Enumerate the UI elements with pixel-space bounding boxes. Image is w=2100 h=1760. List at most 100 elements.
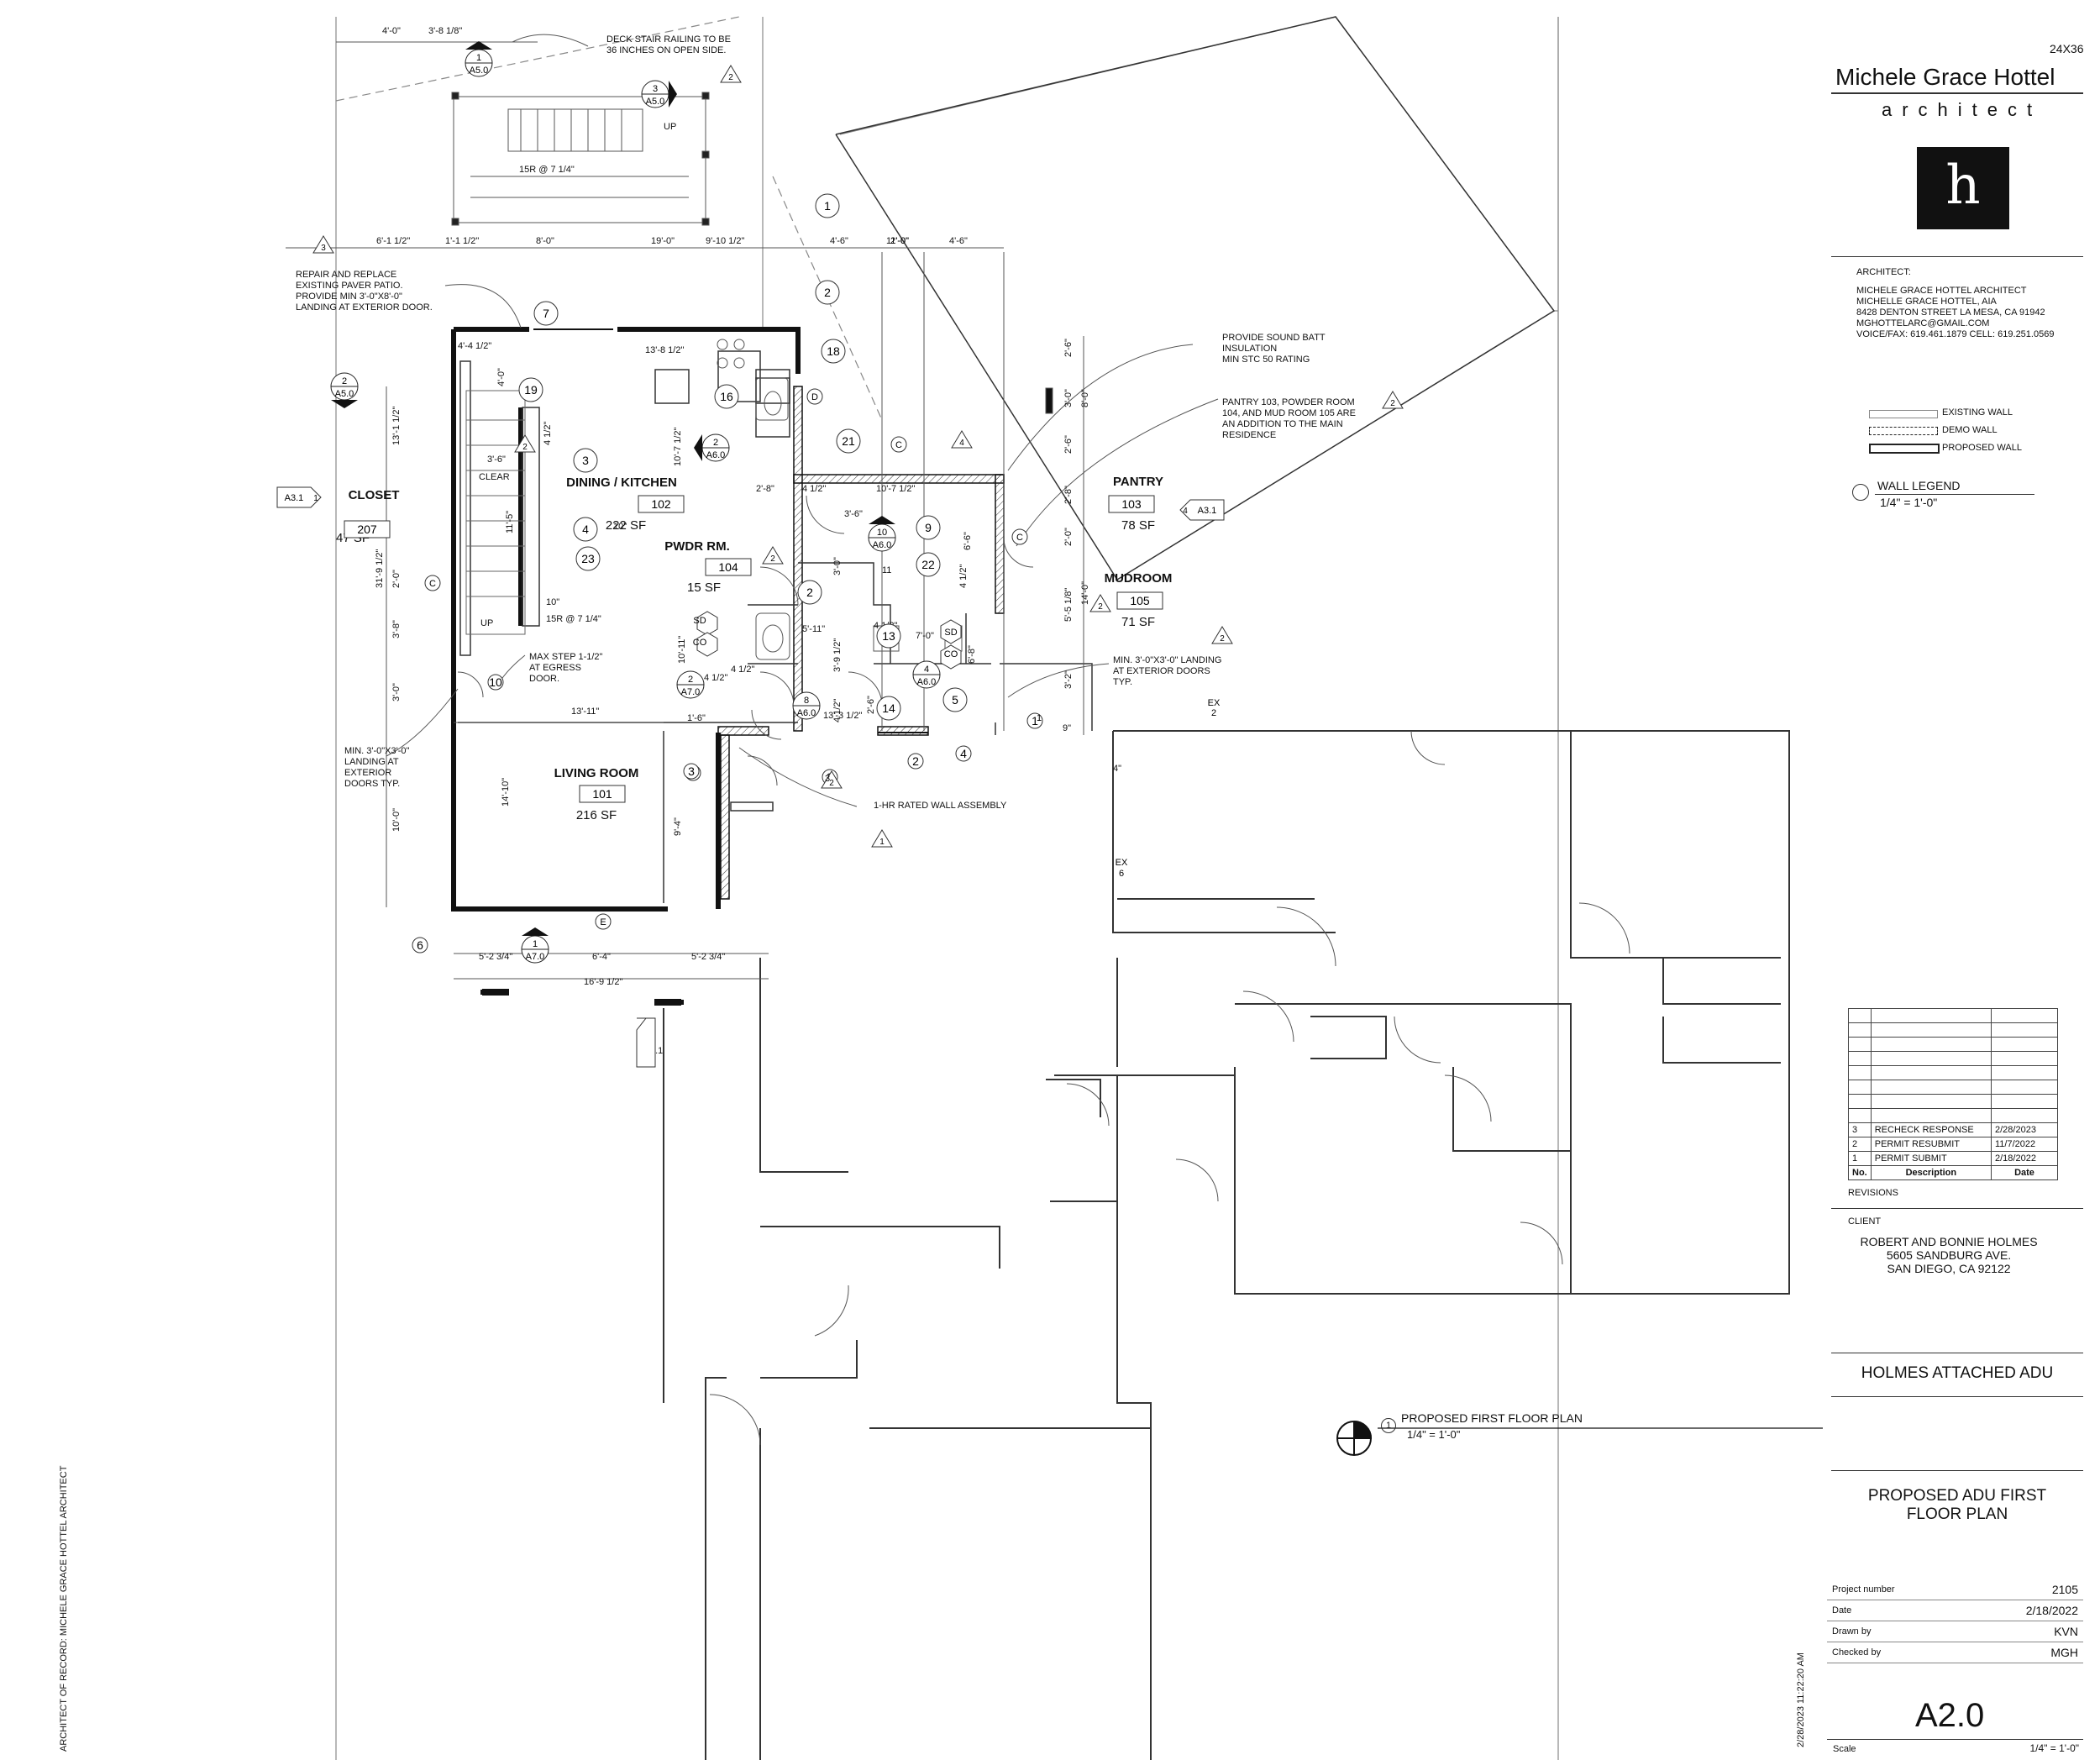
dimension: 3'-6" [844, 509, 863, 519]
section-number: 3 [653, 84, 658, 94]
proposed-wall-swatch [1869, 444, 1940, 454]
elevation-flag-icon [276, 486, 322, 508]
dimension: 4'-0" [496, 368, 507, 386]
dimension: 1'-6" [687, 713, 706, 723]
dimension: 4'-6" [949, 236, 968, 246]
keynote-tag-icon [573, 517, 598, 542]
legend-proposed: PROPOSED WALL [1942, 443, 2022, 453]
room-number: 105 [1130, 594, 1150, 607]
room-area: 222 SF [606, 518, 646, 533]
keynote-tag: 2 [806, 586, 813, 599]
keynote-tag-icon [575, 546, 601, 571]
demo-wall-swatch [1869, 427, 1938, 435]
interior-walls [458, 350, 1093, 903]
dimension: 13'-8 1/2" [645, 345, 684, 355]
revision-cell: PERMIT SUBMIT [1870, 1151, 1992, 1166]
note-rated-wall: 1-HR RATED WALL ASSEMBLY [874, 801, 1007, 811]
keynote-tag-icon [942, 687, 968, 712]
revision-delta-icon [821, 770, 843, 789]
revision-delta-icon [871, 829, 893, 848]
clear-label: CLEAR [479, 472, 510, 482]
dimension: 2'-0" [890, 236, 909, 246]
section-sheet: A6.0 [873, 540, 892, 550]
note-deck-railing: DECK STAIR RAILING TO BE [606, 34, 731, 45]
elevation-flag-icon [1179, 499, 1225, 521]
note-max-step: AT EGRESS [529, 663, 581, 673]
section-arrow-icon [331, 400, 358, 408]
elevation-flag-icon [636, 1017, 656, 1068]
revision-delta-icon [951, 430, 973, 449]
room-name: MUDROOM [1105, 571, 1173, 586]
note-min-landing-right: MIN. 3'-0"X3'-0" LANDING [1113, 655, 1221, 665]
scale-value: 1/4" = 1'-0" [2029, 1742, 2079, 1754]
stairs [465, 390, 526, 635]
keynote-tag-icon [876, 623, 901, 649]
dimension: 4'-4 1/2" [458, 341, 491, 351]
room-number-box [638, 495, 685, 513]
note-min-landing-left: LANDING AT [344, 757, 399, 767]
misc-tag: 1 [1037, 713, 1042, 723]
note-paver: EXISTING PAVER PATIO. [296, 281, 403, 291]
dimension: 10'-7 1/2" [673, 428, 683, 466]
dimension: 9'-4" [673, 817, 683, 836]
section-marker [330, 372, 359, 408]
misc-tag-shapes [696, 611, 962, 670]
section-marker [465, 41, 493, 77]
dimension: 2'-8" [1063, 486, 1074, 504]
keynote-tag-icon [412, 937, 428, 954]
section-number: 10 [877, 528, 887, 538]
dimension: 5'-5 1/8" [1063, 588, 1074, 622]
revision-cell: 1 [1848, 1151, 1872, 1166]
misc-tag: SD [944, 628, 957, 638]
keynote-tag-icon [815, 193, 840, 218]
keynote-tag: 3 [688, 764, 695, 778]
client-line-0: ROBERT AND BONNIE HOLMES [1860, 1235, 2038, 1248]
revision-delta-icon [312, 235, 334, 254]
section-number: 2 [713, 438, 718, 448]
misc-tag: EX [1208, 698, 1221, 708]
keynote-tag: 1 [824, 199, 831, 213]
section-number: 2 [342, 376, 347, 386]
revision-delta-icon [514, 434, 536, 453]
room-number: 207 [357, 523, 377, 536]
note-paver: PROVIDE MIN 3'-0"X8'-0" [296, 292, 402, 302]
room-number-box [344, 520, 391, 539]
dimension: 3'-0" [391, 683, 402, 701]
dimension: 2'-6" [1063, 339, 1074, 357]
wall-legend-tag-icon [1852, 484, 1869, 501]
revision-delta: 2 [829, 779, 834, 788]
revision-delta-icon [1211, 626, 1233, 644]
adu-walls [451, 327, 801, 912]
architect-of-record-note: ARCHITECT OF RECORD: MICHELE GRACE HOTTE… [59, 1465, 69, 1752]
architect-line-2: 8428 DENTON STREET LA MESA, CA 91942 [1856, 307, 2045, 318]
room-name: DINING / KITCHEN [566, 475, 677, 490]
dimension: 5'-11" [802, 624, 825, 634]
note-sound: INSULATION [1222, 344, 1277, 354]
keynote-tag: 14 [882, 701, 895, 715]
north-arrow-icon [1336, 1421, 1373, 1456]
note-addition: AN ADDITION TO THE MAIN [1222, 419, 1343, 429]
print-stamp: 2/28/2023 11:22:20 AM [1796, 1652, 1806, 1747]
keynote-tag: 19 [524, 383, 538, 397]
revision-delta: 2 [1390, 399, 1395, 408]
misc-tag: C [429, 579, 436, 589]
section-marker [694, 433, 730, 462]
project-info-value: 2/18/2022 [1965, 1600, 2083, 1621]
architect-line-4: VOICE/FAX: 619.461.1879 CELL: 619.251.05… [1856, 329, 2055, 339]
dimension: 8'-0" [536, 236, 554, 246]
dimension: 9'-10 1/2" [706, 236, 744, 246]
misc-tag: CO [693, 638, 707, 648]
project-info-label: Drawn by [1827, 1621, 1966, 1642]
dimension: 11'-5" [505, 511, 515, 533]
section-sheet: A6.0 [797, 708, 816, 718]
dimension: 19'-0" [651, 236, 675, 246]
dimension: 10'-7 1/2" [876, 484, 915, 494]
keynote-tag-icon [683, 763, 700, 780]
revision-delta-icon [1089, 594, 1111, 612]
dimension: 8'-0" [1080, 389, 1090, 407]
architect-line-1: MICHELLE GRACE HOTTEL, AIA [1856, 297, 1997, 307]
